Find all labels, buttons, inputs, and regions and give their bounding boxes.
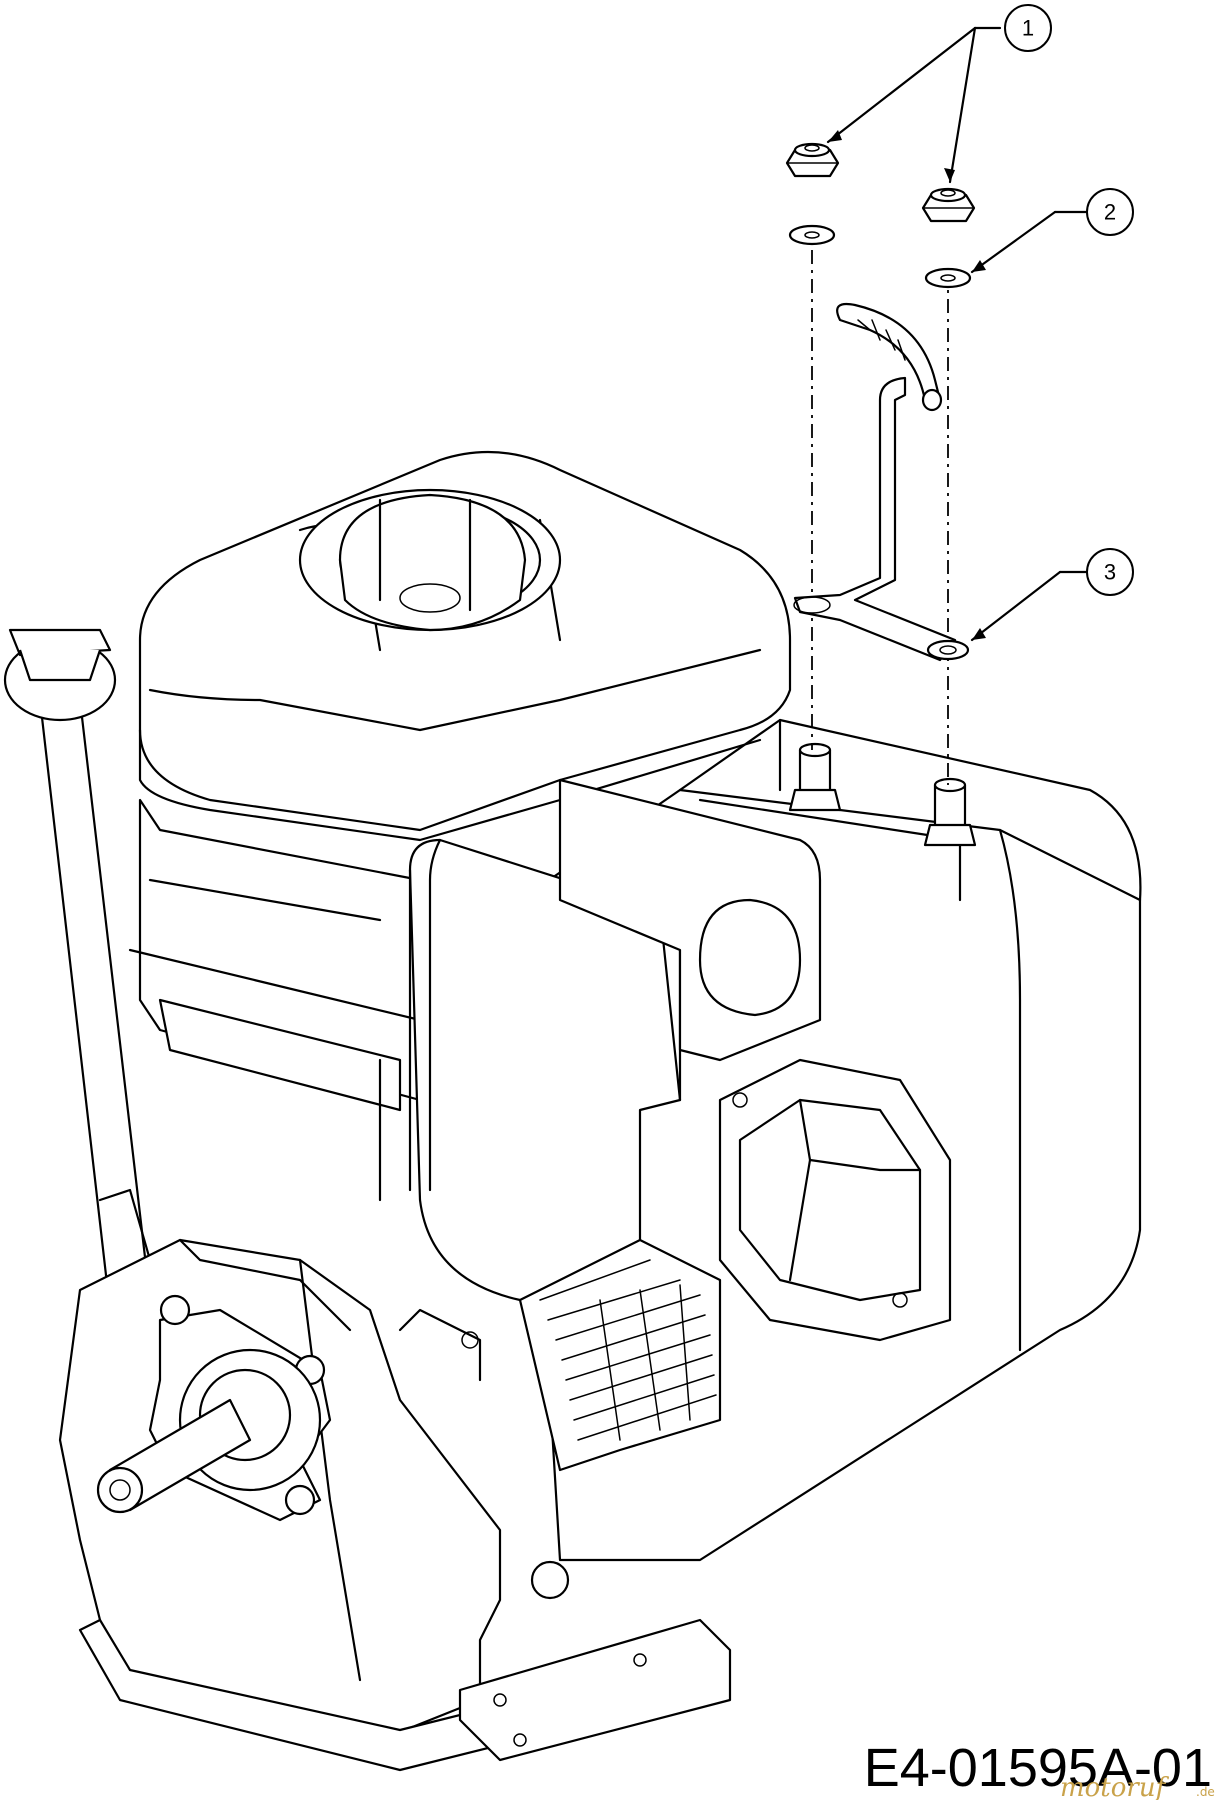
watermark-suffix: .de [1196,1785,1215,1799]
washer-right [924,267,972,289]
mounting-studs [788,742,977,847]
crankcase-cover [58,1238,502,1742]
watermark-brand: motoruf [1060,1773,1170,1800]
watermark-logo: motoruf .de [1060,1773,1215,1800]
cooling-fins [518,1238,722,1472]
callout-1-label: 1 [1022,16,1034,41]
nut-left [785,142,840,178]
washer-left [788,224,836,246]
muffler [718,1058,952,1342]
callout-3-label: 3 [1104,560,1116,585]
drawing-code: E4-01595A-01 [864,1738,1212,1798]
callout-3: 3 [1086,548,1134,596]
callout-2: 2 [1086,188,1134,236]
assembly-lines [811,250,949,785]
callout-2-label: 2 [1104,200,1116,225]
callout-leaders [826,26,1089,642]
nut-right [921,187,976,223]
fuel-tank [138,450,792,842]
cylinder-block [128,798,422,1202]
dipstick-tube [3,628,152,1312]
callout-1: 1 [1004,4,1052,52]
bracket [793,302,970,662]
air-filter [408,778,822,1312]
engine-base [78,1560,732,1772]
